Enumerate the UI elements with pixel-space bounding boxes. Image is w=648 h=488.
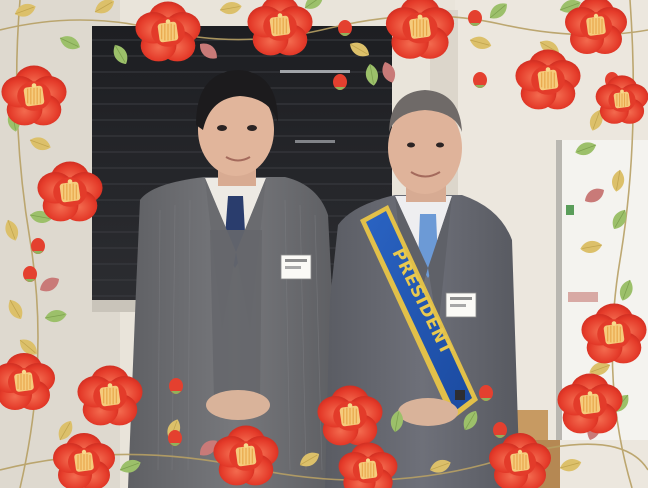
left-person (128, 70, 342, 488)
right-person: PRESIDENT (325, 90, 520, 488)
